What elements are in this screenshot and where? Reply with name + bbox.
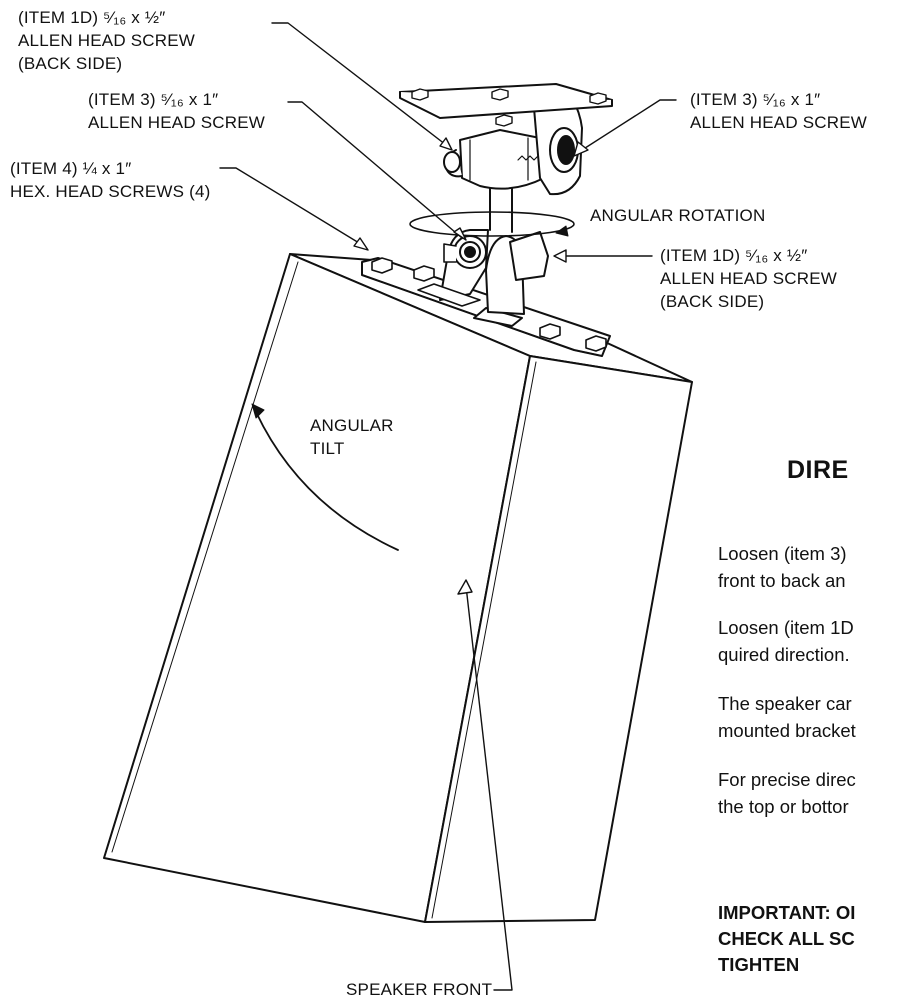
upper-housing: [443, 129, 545, 190]
upper-bracket-arm: [533, 93, 583, 196]
rotation-ellipse: [409, 211, 575, 237]
leader-lines: [219, 22, 677, 991]
paragraph-line: For precise direc: [718, 769, 856, 790]
swivel-post: [489, 185, 513, 233]
callout-line: TILT: [310, 439, 345, 458]
paragraph-line: Loosen (item 1D: [718, 617, 854, 638]
paragraph-line: Loosen (item 3): [718, 543, 847, 564]
callout-item4: (ITEM 4) ¼ x 1″ HEX. HEAD SCREWS (4): [10, 157, 210, 203]
paragraph-line: the top or bottor: [718, 796, 849, 817]
callout-line: ALLEN HEAD SCREW: [660, 269, 838, 288]
callout-line: ANGULAR ROTATION: [590, 206, 766, 225]
callout-item1d-top: (ITEM 1D) ⁵⁄₁₆ x ½″ ALLEN HEAD SCREW (BA…: [18, 6, 195, 75]
callout-speaker-front: SPEAKER FRONT: [346, 978, 492, 1001]
paragraph-line: front to back an: [718, 570, 846, 591]
callout-line: SPEAKER FRONT: [346, 980, 493, 999]
paragraph-line: quired direction.: [718, 644, 850, 665]
speaker-cabinet: [103, 253, 693, 923]
callout-line: (BACK SIDE): [660, 292, 765, 311]
tilt-arc: [255, 411, 399, 551]
section-heading: DIRE: [787, 456, 849, 484]
instruction-paragraph: Loosen (item 3) front to back an: [718, 540, 847, 594]
callout-line: ALLEN HEAD SCREW: [690, 113, 868, 132]
instruction-paragraph: Loosen (item 1D quired direction.: [718, 614, 854, 668]
callout-line: (ITEM 3) ⁵⁄₁₆ x 1″: [88, 90, 219, 109]
callout-line: (ITEM 1D) ⁵⁄₁₆ x ½″: [18, 8, 166, 27]
callout-angular-tilt: ANGULAR TILT: [310, 414, 394, 460]
instruction-paragraph: The speaker car mounted bracket: [718, 690, 856, 744]
callout-item3-right: (ITEM 3) ⁵⁄₁₆ x 1″ ALLEN HEAD SCREW: [690, 88, 867, 134]
important-line: CHECK ALL SC: [718, 928, 855, 949]
top-mounting-plate: [399, 83, 613, 127]
paragraph-line: mounted bracket: [718, 720, 856, 741]
callout-line: ANGULAR: [310, 416, 394, 435]
callout-line: HEX. HEAD SCREWS (4): [10, 182, 211, 201]
instruction-paragraph: For precise direc the top or bottor: [718, 766, 856, 820]
important-notice: IMPORTANT: OI CHECK ALL SC TIGHTEN: [718, 900, 855, 978]
paragraph-line: The speaker car: [718, 693, 852, 714]
hex-head-screws: [371, 257, 607, 352]
callout-line: (ITEM 3) ⁵⁄₁₆ x 1″: [690, 90, 821, 109]
callout-line: ALLEN HEAD SCREW: [18, 31, 196, 50]
callout-line: (ITEM 1D) ⁵⁄₁₆ x ½″: [660, 246, 808, 265]
callout-item3-left: (ITEM 3) ⁵⁄₁₆ x 1″ ALLEN HEAD SCREW: [88, 88, 265, 134]
callout-item1d-right: (ITEM 1D) ⁵⁄₁₆ x ½″ ALLEN HEAD SCREW (BA…: [660, 244, 837, 313]
callout-angular-rotation: ANGULAR ROTATION: [590, 204, 765, 227]
callout-line: ALLEN HEAD SCREW: [88, 113, 266, 132]
important-line: IMPORTANT: OI: [718, 902, 856, 923]
callout-line: (ITEM 4) ¼ x 1″: [10, 159, 132, 178]
speaker-right-face: [424, 355, 693, 923]
important-line: TIGHTEN: [718, 954, 800, 975]
callout-line: (BACK SIDE): [18, 54, 123, 73]
